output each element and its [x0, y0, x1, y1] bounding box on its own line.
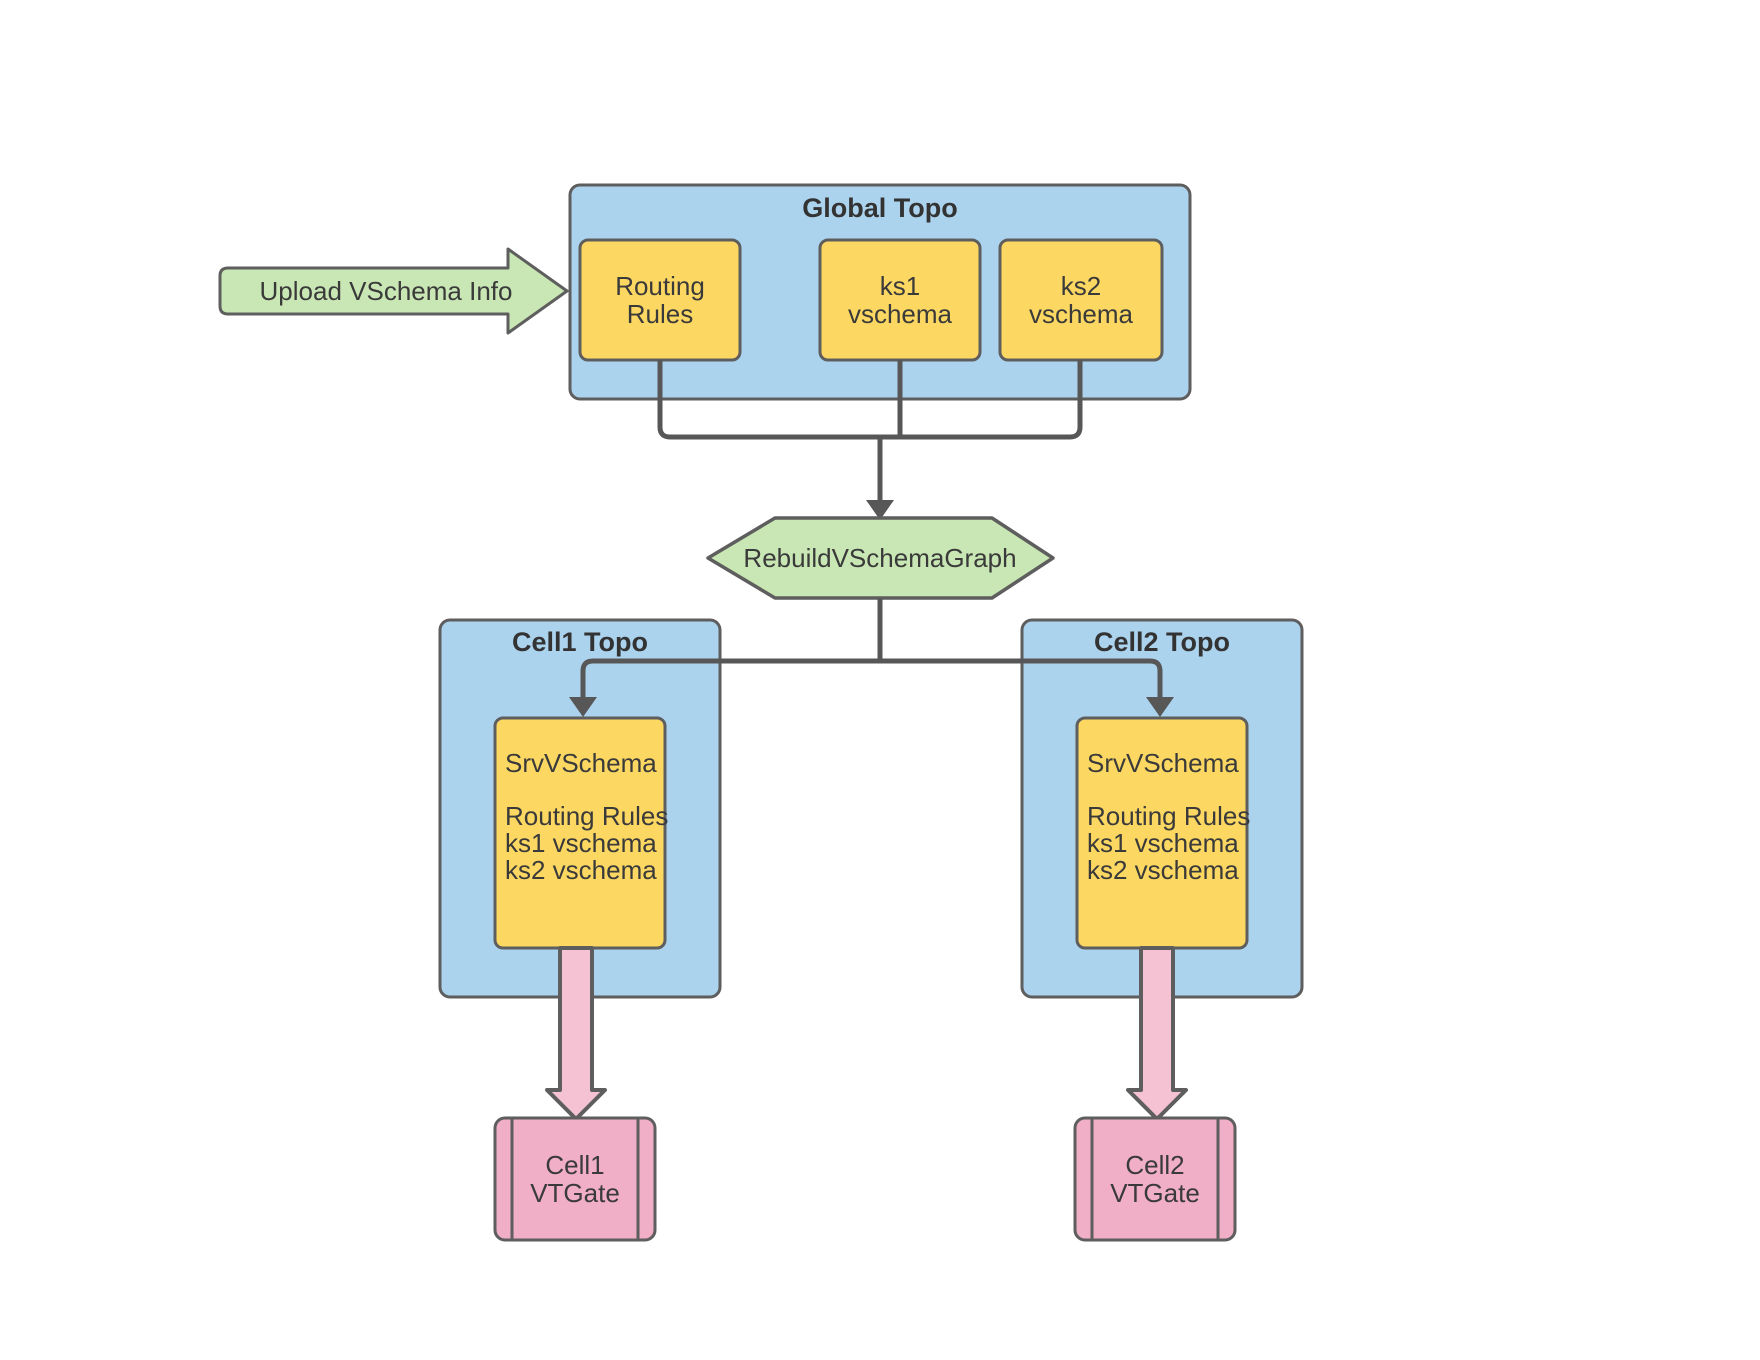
cell1-arrowhead [569, 697, 597, 717]
cell2-srvvschema-line1: SrvVSchema [1087, 748, 1239, 778]
cell1-vtgate-sidebar-lines [510, 1118, 640, 1240]
cell2-vtgate-sidebar-lines [1090, 1118, 1220, 1240]
global-topo-title: Global Topo [802, 193, 957, 223]
cell2-srvvschema-line2: Routing Rules [1087, 801, 1250, 831]
cell1-vtgate-label-line2: VTGate [530, 1178, 620, 1208]
cell1-vtgate-label-line1: Cell1 [545, 1150, 604, 1180]
upload-vschema-arrow-label: Upload VSchema Info [260, 276, 513, 306]
ks1-vschema-label-line2: vschema [848, 299, 953, 329]
routing-rules-label-line2: Rules [627, 299, 693, 329]
ks2-vschema-label-line1: ks2 [1061, 271, 1101, 301]
cell1-srvvschema-line4: ks2 vschema [505, 855, 657, 885]
cell1-vtgate-node [493, 1116, 657, 1242]
merge-connector [657, 360, 1083, 502]
rebuild-vschemagraph-hexagon [706, 516, 1055, 600]
cell2-vtgate-label-line2: VTGate [1110, 1178, 1200, 1208]
cell2-arrowhead [1146, 697, 1174, 717]
cell1-vtgate-arrow [545, 946, 607, 1121]
upload-vschema-arrow [218, 247, 569, 335]
cell2-topo-title: Cell2 Topo [1094, 627, 1230, 657]
cell2-vtgate-arrow [1126, 946, 1188, 1121]
cell1-srvvschema-line2: Routing Rules [505, 801, 668, 831]
rebuild-vschemagraph-label: RebuildVSchemaGraph [743, 543, 1016, 573]
cell1-srvvschema-line3: ks1 vschema [505, 828, 657, 858]
split-connector [580, 598, 1163, 699]
cell2-srvvschema-line4: ks2 vschema [1087, 855, 1239, 885]
ks2-vschema-label-line2: vschema [1029, 299, 1134, 329]
cell2-vtgate-node [1073, 1116, 1237, 1242]
routing-rules-label-line1: Routing [615, 271, 705, 301]
cell1-srvvschema-line1: SrvVSchema [505, 748, 657, 778]
ks1-vschema-label-line1: ks1 [880, 271, 920, 301]
merge-arrowhead [866, 500, 894, 520]
cell2-vtgate-label-line1: Cell2 [1125, 1150, 1184, 1180]
cell2-srvvschema-line3: ks1 vschema [1087, 828, 1239, 858]
cell1-topo-title: Cell1 Topo [512, 627, 648, 657]
